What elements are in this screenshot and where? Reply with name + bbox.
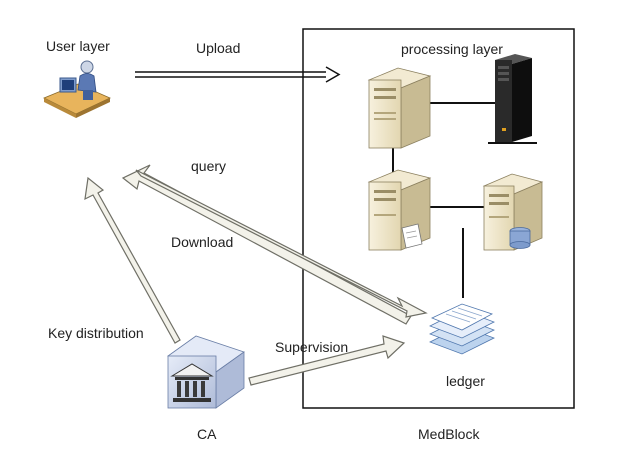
- ledger-label: ledger: [446, 373, 485, 389]
- server-icon: [367, 67, 432, 149]
- download-label: Download: [171, 234, 234, 250]
- database-server-icon: [482, 173, 544, 251]
- connection-lines: [392, 102, 495, 298]
- upload-arrow: [135, 66, 341, 83]
- user-layer-label: User layer: [46, 38, 110, 54]
- key-distribution-label: Key distribution: [48, 325, 144, 341]
- medblock-boundary: [302, 28, 575, 409]
- key-distribution-arrow: [84, 176, 181, 344]
- server-with-document-icon: [367, 169, 432, 251]
- download-arrow: [135, 169, 428, 318]
- user-at-computer-icon: [43, 60, 111, 118]
- query-arrow: [121, 164, 412, 325]
- black-tower-server-icon: [488, 54, 537, 144]
- supervision-label: Supervision: [275, 339, 349, 355]
- supervision-arrow: [248, 335, 406, 386]
- ca-label: CA: [197, 426, 217, 442]
- query-label: query: [191, 158, 227, 174]
- processing-layer-label: processing layer: [401, 41, 503, 57]
- upload-label: Upload: [196, 40, 241, 56]
- certificate-authority-building-icon: [167, 335, 245, 409]
- medblock-label: MedBlock: [418, 426, 480, 442]
- ledger-stack-icon: [429, 303, 495, 355]
